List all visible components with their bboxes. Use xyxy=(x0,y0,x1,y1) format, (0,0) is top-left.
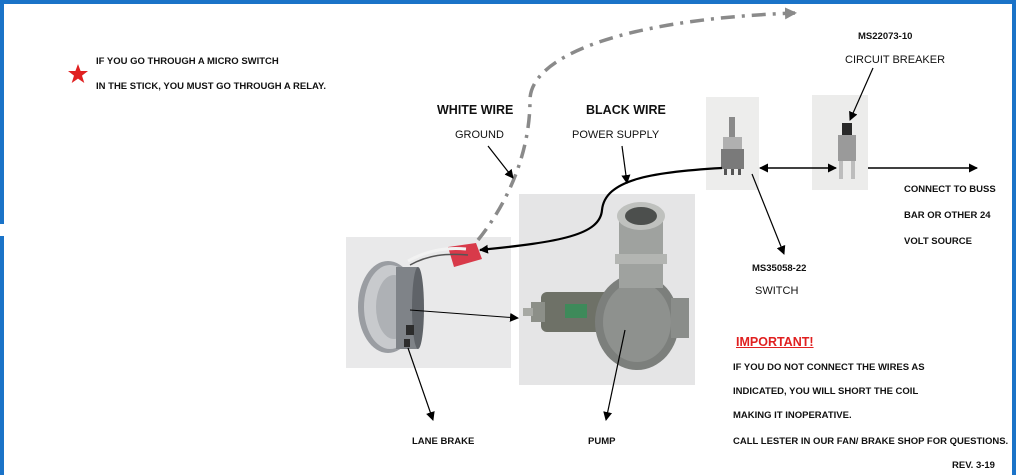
lane-brake-pointer xyxy=(407,347,435,421)
pump-photo xyxy=(519,194,695,385)
white-wire-label: WHITE WIRE xyxy=(437,103,514,117)
pump-label: PUMP xyxy=(588,436,616,447)
circuit-breaker-pointer xyxy=(849,67,874,121)
note-line-1: IF YOU GO THROUGH A MICRO SWITCH xyxy=(96,56,279,67)
white-wire-pointer xyxy=(487,145,514,179)
pump-pointer xyxy=(603,329,626,421)
frame-top-border xyxy=(0,0,1016,4)
black-wire-label: BLACK WIRE xyxy=(586,103,666,117)
buss-line-2: BAR OR OTHER 24 xyxy=(904,210,991,221)
black-wire-pointer xyxy=(621,145,631,184)
circuit-breaker-label: CIRCUIT BREAKER xyxy=(845,54,946,66)
switch-pointer xyxy=(751,173,786,255)
lane-brake-photo xyxy=(346,237,511,368)
buss-line-3: VOLT SOURCE xyxy=(904,236,972,247)
ground-label: GROUND xyxy=(455,129,504,141)
frame-left-border-upper xyxy=(0,0,4,224)
frame-left-border-lower xyxy=(0,236,4,475)
circuit-breaker-photo xyxy=(812,95,868,190)
note-line-2: IN THE STICK, YOU MUST GO THROUGH A RELA… xyxy=(96,81,326,92)
switch-photo xyxy=(706,97,759,190)
important-line-3: MAKING IT INOPERATIVE. xyxy=(733,410,852,421)
brake-pump-shaft-line xyxy=(409,309,519,322)
important-title: IMPORTANT! xyxy=(736,335,814,349)
power-supply-label: POWER SUPPLY xyxy=(572,129,660,141)
revision-label: REV. 3-19 xyxy=(952,460,995,471)
important-line-2: INDICATED, YOU WILL SHORT THE COIL xyxy=(733,386,919,397)
frame-right-border xyxy=(1012,0,1016,475)
important-line-4: CALL LESTER IN OUR FAN/ BRAKE SHOP FOR Q… xyxy=(733,436,1009,447)
buss-line-1: CONNECT TO BUSS xyxy=(904,184,996,195)
switch-label: SWITCH xyxy=(755,285,799,297)
switch-part-number: MS35058-22 xyxy=(752,263,807,274)
ground-wire-dashed xyxy=(476,7,797,242)
star-icon xyxy=(68,64,88,83)
circuit-breaker-part-number: MS22073-10 xyxy=(858,31,913,42)
black-power-wire xyxy=(479,166,723,254)
lane-brake-label: LANE BRAKE xyxy=(412,436,475,447)
important-line-1: IF YOU DO NOT CONNECT THE WIRES AS xyxy=(733,362,925,373)
